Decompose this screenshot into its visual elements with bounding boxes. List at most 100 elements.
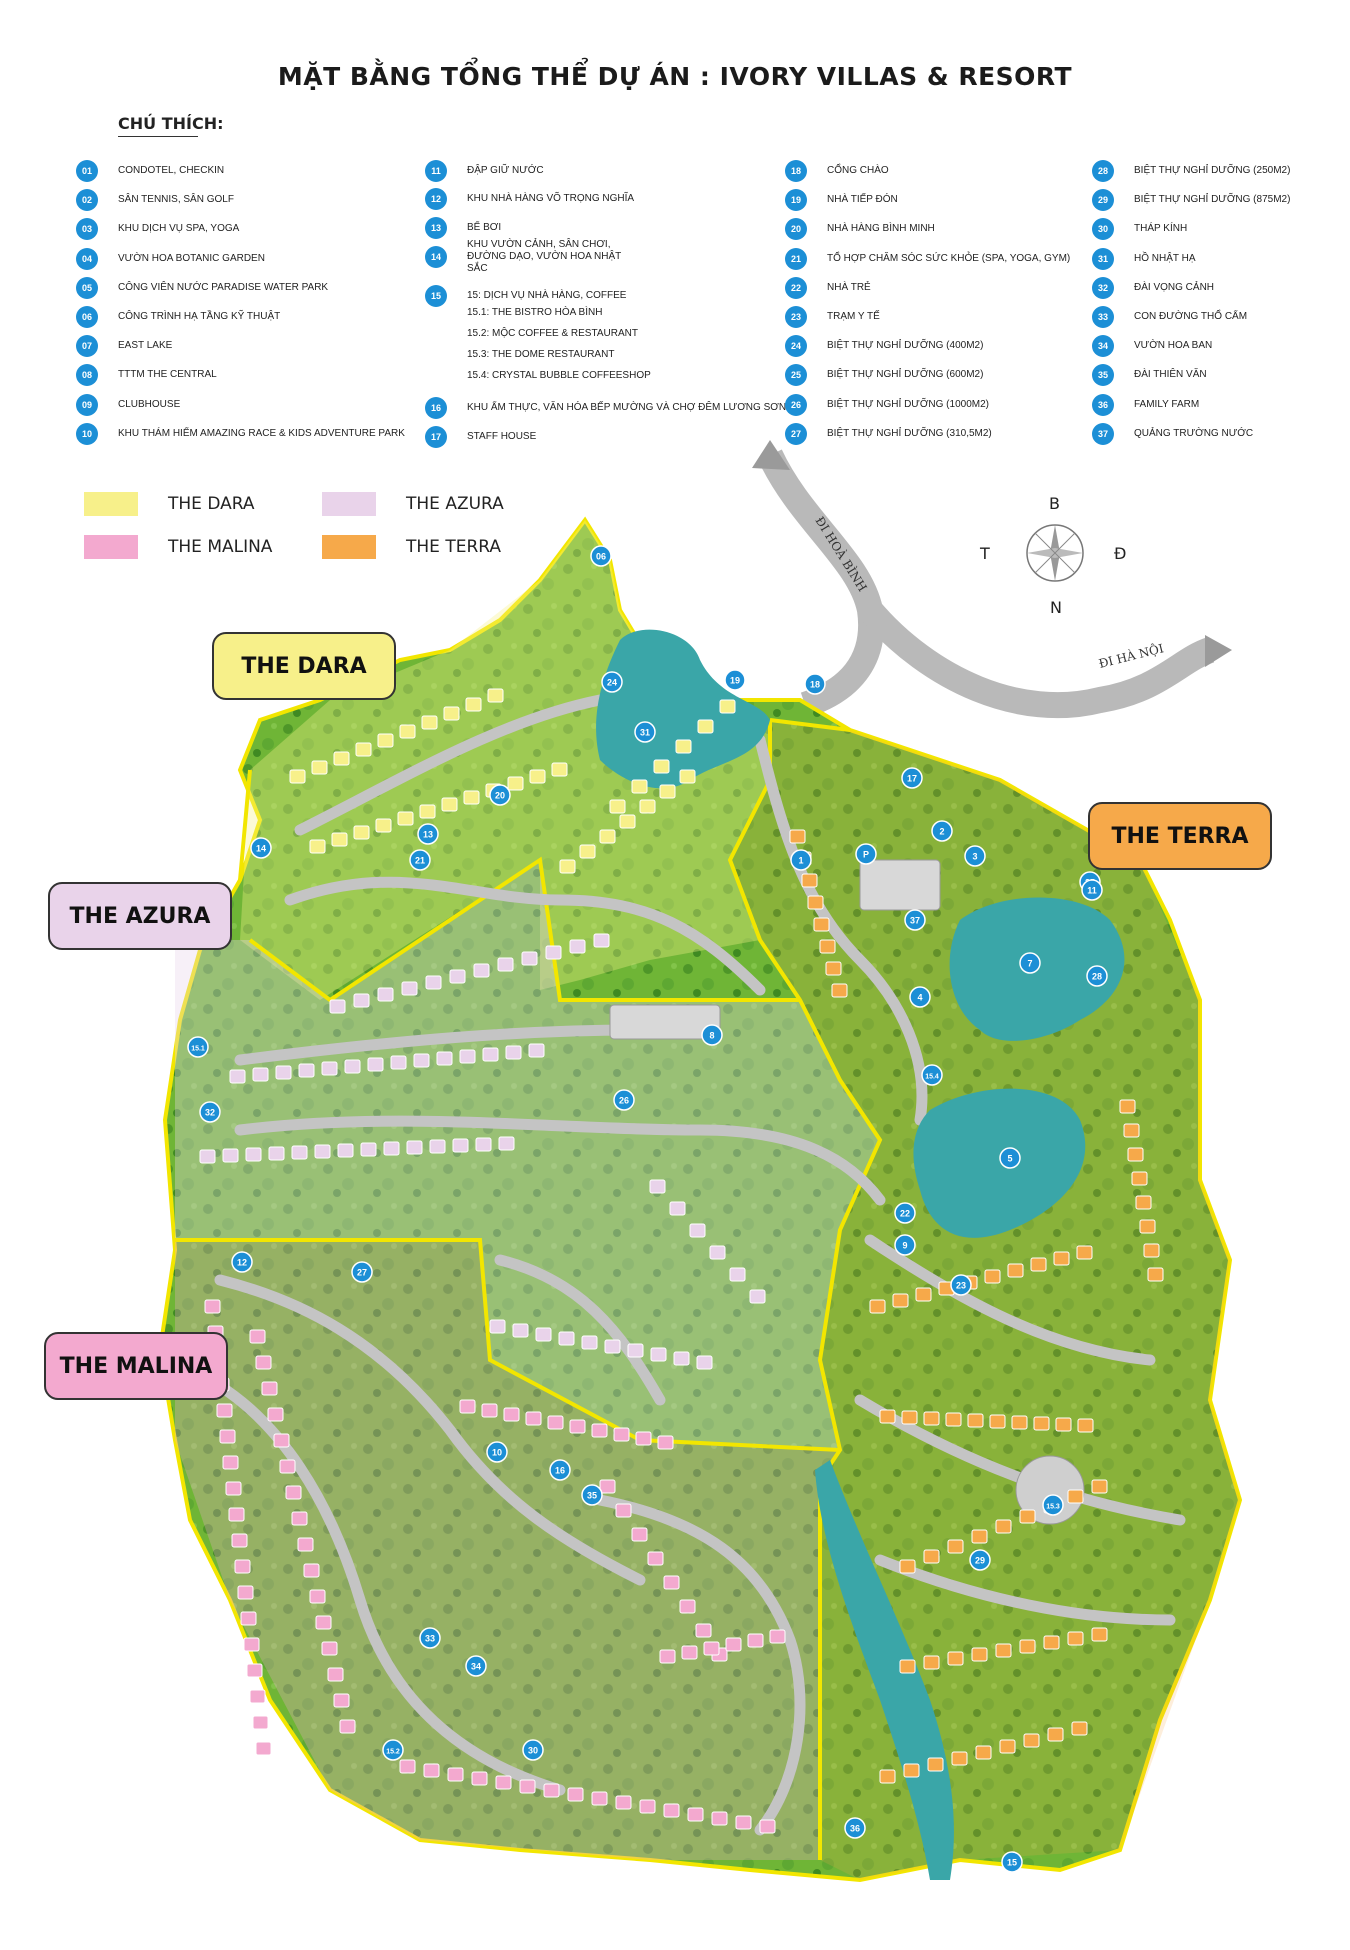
- map-marker-label: 16: [555, 1466, 565, 1476]
- villa-plot: [869, 1299, 886, 1314]
- legend-label: BIỆT THỰ NGHỈ DƯỠNG (400M2): [827, 340, 984, 352]
- map-marker[interactable]: 20: [489, 784, 511, 806]
- villa-plot: [268, 1146, 285, 1161]
- map-marker[interactable]: 1: [790, 849, 812, 871]
- map-marker[interactable]: 9: [894, 1234, 916, 1256]
- map-marker[interactable]: 27: [351, 1261, 373, 1283]
- map-marker[interactable]: 14: [250, 837, 272, 859]
- villa-plot: [695, 1623, 712, 1638]
- map-marker[interactable]: 33: [419, 1627, 441, 1649]
- villa-plot: [1053, 1251, 1070, 1266]
- map-marker-circle: [909, 986, 931, 1008]
- villa-plot: [647, 1551, 664, 1566]
- villa-plot: [528, 1043, 545, 1058]
- legend-label: ĐẬP GIỮ NƯỚC: [467, 165, 544, 176]
- villa-plot: [255, 1355, 272, 1370]
- villa-plot: [231, 1533, 248, 1548]
- villa-plot: [397, 811, 414, 826]
- villa-plot: [1076, 1245, 1093, 1260]
- map-marker-label: 5: [1007, 1154, 1012, 1164]
- map-marker[interactable]: 5: [999, 1147, 1021, 1169]
- legend-number-badge: 30: [1092, 218, 1114, 241]
- villa-plot: [599, 1479, 616, 1494]
- villa-plot: [353, 825, 370, 840]
- map-marker[interactable]: 26: [613, 1089, 635, 1111]
- map-marker[interactable]: 12: [231, 1251, 253, 1273]
- legend-label: BIỆT THỰ NGHỈ DƯỠNG (600M2): [827, 369, 984, 381]
- villa-plot: [593, 933, 610, 948]
- map-marker[interactable]: 24: [601, 671, 623, 693]
- map-marker-label: 7: [1027, 959, 1032, 969]
- map-marker-circle: [1001, 1851, 1023, 1873]
- villa-plot: [390, 1055, 407, 1070]
- map-marker[interactable]: 15.3: [1042, 1494, 1064, 1516]
- villa-plot: [747, 1633, 764, 1648]
- villa-plot: [360, 1142, 377, 1157]
- map-marker[interactable]: 21: [409, 849, 431, 871]
- villa-plot: [1071, 1721, 1088, 1736]
- map-marker[interactable]: 37: [904, 909, 926, 931]
- map-marker[interactable]: 32: [199, 1101, 221, 1123]
- map-marker[interactable]: 29: [969, 1549, 991, 1571]
- legend-number-badge: 08: [76, 364, 98, 387]
- map-marker[interactable]: 17: [901, 767, 923, 789]
- villa-plot: [291, 1511, 308, 1526]
- legend-number-badge: 10: [76, 422, 98, 445]
- map-marker[interactable]: 3: [964, 845, 986, 867]
- map-marker[interactable]: 18: [804, 673, 826, 695]
- villa-plot: [892, 1293, 909, 1308]
- map-marker[interactable]: 15.2: [382, 1739, 404, 1761]
- map-marker-circle: [601, 671, 623, 693]
- map-marker-circle: [950, 1274, 972, 1296]
- legend-number-badge: 29: [1092, 189, 1114, 212]
- map-marker[interactable]: 23: [950, 1274, 972, 1296]
- map-marker[interactable]: 28: [1086, 965, 1108, 987]
- villa-plot: [663, 1575, 680, 1590]
- map-marker-label: 23: [956, 1281, 966, 1291]
- map-marker[interactable]: 06: [590, 545, 612, 567]
- villa-plot: [406, 1140, 423, 1155]
- map-marker[interactable]: 11: [1081, 879, 1103, 901]
- map-marker[interactable]: 2: [931, 820, 953, 842]
- villa-plot: [650, 1347, 667, 1362]
- map-marker[interactable]: 10: [486, 1441, 508, 1463]
- map-marker[interactable]: 34: [465, 1655, 487, 1677]
- map-marker-label: 8: [709, 1031, 714, 1041]
- map-marker[interactable]: 8: [701, 1024, 723, 1046]
- legend-number-badge: 17: [425, 426, 447, 448]
- map-marker[interactable]: 4: [909, 986, 931, 1008]
- map-marker-label: 30: [528, 1746, 538, 1756]
- legend-sub-item: 15.1: THE BISTRO HÒA BÌNH: [467, 307, 603, 318]
- dome-restaurant: [1015, 1455, 1085, 1525]
- map-marker[interactable]: 35: [581, 1484, 603, 1506]
- map-marker[interactable]: 7: [1019, 952, 1041, 974]
- map-marker[interactable]: 36: [844, 1817, 866, 1839]
- map-marker[interactable]: 15.1: [187, 1036, 209, 1058]
- villa-plot: [443, 706, 460, 721]
- map-marker-label: 37: [910, 916, 920, 926]
- villa-plot: [697, 719, 714, 734]
- map-marker[interactable]: 30: [522, 1739, 544, 1761]
- map-marker[interactable]: 22: [894, 1202, 916, 1224]
- legend-number-badge: 02: [76, 189, 98, 212]
- map-marker[interactable]: 15: [1001, 1851, 1023, 1873]
- map-marker[interactable]: P: [855, 843, 877, 865]
- road-label-ha-noi: ĐI HÀ NỘI: [1097, 640, 1165, 671]
- map-marker[interactable]: 31: [634, 721, 656, 743]
- villa-plot: [519, 1779, 536, 1794]
- villa-plot: [569, 1419, 586, 1434]
- map-marker[interactable]: 15.4: [921, 1064, 943, 1086]
- legend-label: EAST LAKE: [118, 340, 173, 352]
- villa-plot: [314, 1144, 331, 1159]
- villa-plot: [423, 1763, 440, 1778]
- villa-plot: [261, 1381, 278, 1396]
- map-marker-circle: [1086, 965, 1108, 987]
- legend-label: KHU VƯỜN CẢNH, SÂN CHƠI, ĐƯỜNG DẠO, VƯỜN…: [467, 239, 622, 274]
- map-marker[interactable]: 19: [724, 669, 746, 691]
- map-marker[interactable]: 16: [549, 1459, 571, 1481]
- map-marker[interactable]: 13: [417, 823, 439, 845]
